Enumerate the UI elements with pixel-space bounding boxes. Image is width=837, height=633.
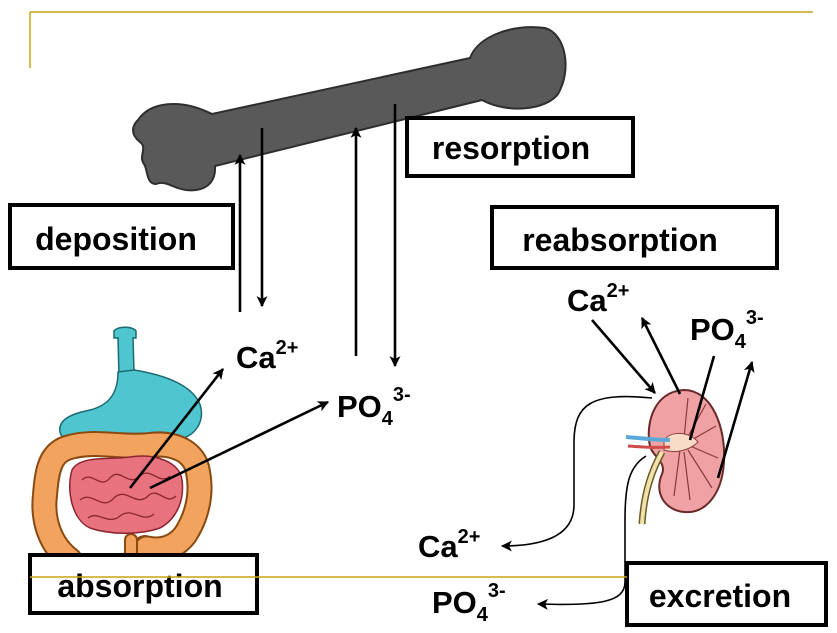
calcium-charge: 2+ — [458, 526, 481, 548]
calcium-label-urine: Ca2+ — [418, 526, 480, 564]
phosphate-absorption-arrow — [149, 400, 329, 490]
phosphate-label-urine: PO43- — [432, 580, 506, 626]
calcium-label-plasma: Ca2+ — [236, 337, 298, 375]
reabsorption-box-frame — [490, 205, 779, 270]
small-intestine-folds — [79, 472, 177, 521]
excretion-box: excretion — [625, 561, 828, 627]
excretion-box-frame — [625, 561, 828, 627]
resorption-box: resorption — [405, 116, 635, 178]
digestive-tract-illustration — [31, 326, 213, 573]
excretion-label: excretion — [649, 578, 791, 614]
phosphate-charge: 3- — [488, 580, 506, 602]
phosphate-filtration-line — [688, 355, 716, 441]
phosphate-label-kidney: PO43- — [690, 307, 764, 353]
calcium-charge: 2+ — [607, 280, 630, 302]
resorption-label: resorption — [432, 130, 590, 166]
renal-artery — [627, 444, 671, 449]
phosphate-symbol: PO — [337, 389, 382, 424]
deposition-label: deposition — [35, 221, 197, 257]
phosphate-symbol: PO — [690, 312, 735, 347]
calcium-charge: 2+ — [276, 337, 299, 359]
calcium-excretion-arrow — [500, 395, 653, 552]
reabsorption-box: reabsorption — [490, 205, 779, 270]
absorption-box-frame — [28, 553, 259, 615]
phosphate-subscript: 4 — [382, 408, 394, 430]
ureter-fill — [640, 451, 664, 525]
kidney-illustration — [625, 388, 726, 525]
reabsorption-label: reabsorption — [522, 222, 718, 258]
calcium-filtration-arrow — [591, 319, 656, 394]
phosphate-subscript: 4 — [477, 604, 489, 626]
phosphate-label-plasma: PO43- — [337, 384, 411, 430]
phosphate-symbol: PO — [432, 585, 477, 620]
deposition-box-frame — [8, 203, 235, 270]
deposition-box: deposition — [8, 203, 235, 270]
calcium-symbol: Ca — [567, 283, 607, 318]
calcium-reabsorption-arrow — [640, 317, 682, 395]
renal-vein — [625, 435, 671, 442]
calcium-symbol: Ca — [418, 529, 458, 564]
phosphate-reabsorption-arrow — [716, 360, 755, 479]
kidney — [647, 388, 726, 514]
calcium-label-kidney: Ca2+ — [567, 280, 629, 318]
phosphate-charge: 3- — [746, 307, 764, 329]
large-intestine — [33, 433, 211, 571]
phosphate-charge: 3- — [393, 384, 411, 406]
absorption-label: absorption — [57, 568, 222, 604]
calcium-symbol: Ca — [236, 340, 276, 375]
bone-illustration — [132, 26, 567, 192]
stomach — [59, 369, 203, 441]
esophagus — [113, 326, 137, 377]
calcium-absorption-arrow — [128, 368, 225, 489]
resorption-box-frame — [405, 116, 635, 178]
phosphate-subscript: 4 — [735, 331, 747, 353]
phosphate-excretion-arrow — [536, 455, 647, 610]
absorption-box: absorption — [28, 553, 259, 615]
